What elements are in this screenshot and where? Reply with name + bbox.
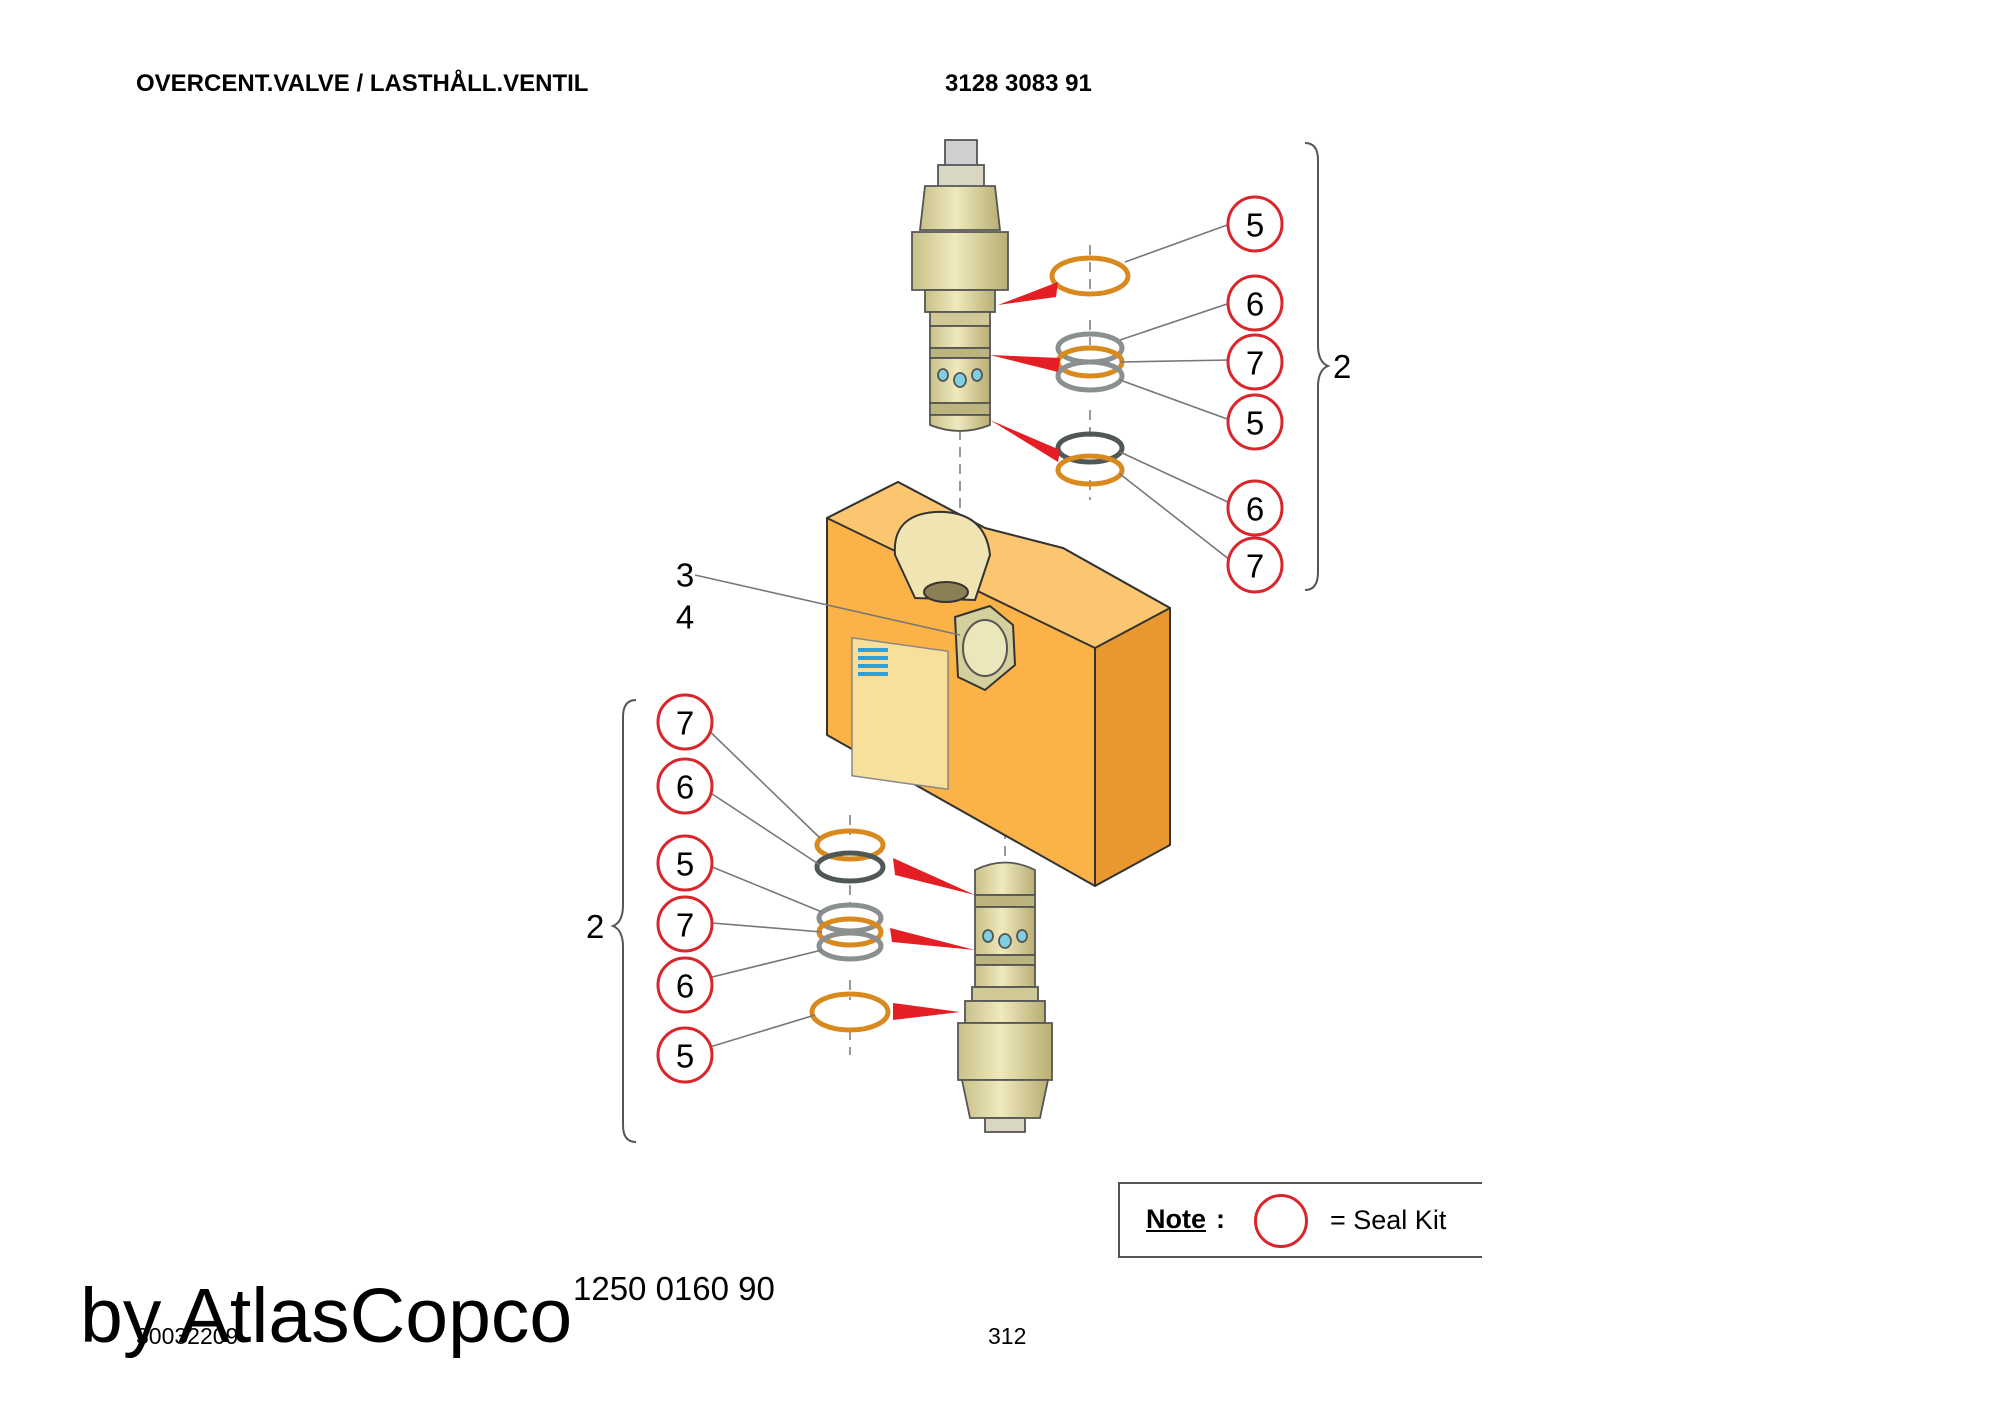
callout-number: 5 xyxy=(1246,405,1264,442)
callout-circle xyxy=(656,1026,714,1084)
legend-colon: : xyxy=(1216,1204,1225,1234)
callout-circle xyxy=(1226,393,1284,451)
callout-circle xyxy=(1226,274,1284,332)
diagram-title: OVERCENT.VALVE / LASTHÅLL.VENTIL xyxy=(136,70,589,97)
callout-circle xyxy=(656,834,714,892)
pointer-arrow xyxy=(893,858,975,895)
callout-number-4: 4 xyxy=(676,599,694,636)
seal-ring xyxy=(816,930,884,962)
seal-ring xyxy=(809,991,891,1033)
watermark: by AtlasCopco xyxy=(80,1273,573,1359)
seal-ring xyxy=(814,850,886,884)
pointer-arrow xyxy=(990,355,1060,372)
leader-lines xyxy=(694,223,1231,1051)
group-label-bottom: 2 xyxy=(586,908,604,945)
legend-text: = Seal Kit xyxy=(1330,1205,1447,1235)
pointer-arrow xyxy=(990,420,1060,462)
callout-number-3: 3 xyxy=(676,557,694,594)
callout-number: 7 xyxy=(676,907,694,944)
seal-ring xyxy=(1055,431,1125,465)
top-valve-cartridge xyxy=(911,139,1009,432)
callout-number: 5 xyxy=(1246,207,1264,244)
callout-circles xyxy=(656,195,1284,1084)
seal-ring xyxy=(1049,255,1131,297)
brace-top xyxy=(1304,142,1331,591)
brace-bottom xyxy=(610,699,637,1143)
callout-number: 6 xyxy=(1246,491,1264,528)
callout-number: 5 xyxy=(676,846,694,883)
callout-number: 7 xyxy=(1246,548,1264,585)
callout-circle xyxy=(1226,333,1284,391)
callout-number: 7 xyxy=(1246,345,1264,382)
group-braces xyxy=(610,142,1331,1143)
callout-number: 6 xyxy=(676,968,694,1005)
seal-ring xyxy=(1055,359,1125,393)
callout-number: 5 xyxy=(676,1038,694,1075)
callout-circle xyxy=(656,693,714,751)
seal-kit-circle-icon xyxy=(1254,1194,1308,1248)
callout-circle xyxy=(656,895,714,953)
legend-note-label: Note xyxy=(1146,1204,1206,1234)
pointer-arrow xyxy=(893,1003,960,1020)
drawing-id: 30032209 xyxy=(136,1323,239,1349)
callout-circle xyxy=(656,956,714,1014)
seal-kit-legend: Note : = Seal Kit xyxy=(1118,1182,1482,1258)
callout-circle xyxy=(1226,479,1284,537)
seal-ring xyxy=(814,828,886,862)
callout-circle xyxy=(1226,195,1284,253)
valve-housing-block xyxy=(826,481,1171,887)
callout-number: 7 xyxy=(676,705,694,742)
part-number: 3128 3083 91 xyxy=(945,70,1092,97)
callout-number: 6 xyxy=(1246,286,1264,323)
callout-circle xyxy=(656,757,714,815)
red-pointers xyxy=(890,282,1060,1020)
pointer-arrow xyxy=(890,928,975,950)
group-label-top: 2 xyxy=(1333,348,1351,385)
page-number: 312 xyxy=(988,1323,1027,1349)
seal-ring xyxy=(1055,453,1125,487)
pointer-arrow xyxy=(998,282,1058,305)
seal-kit-number: 1250 0160 90 xyxy=(573,1270,775,1307)
callout-number: 6 xyxy=(676,769,694,806)
bottom-valve-cartridge xyxy=(957,861,1053,1133)
callout-circle xyxy=(1226,536,1284,594)
callout-numbers: 5 6 7 5 6 7 7 6 5 7 6 5 3 4 xyxy=(676,207,1264,1075)
